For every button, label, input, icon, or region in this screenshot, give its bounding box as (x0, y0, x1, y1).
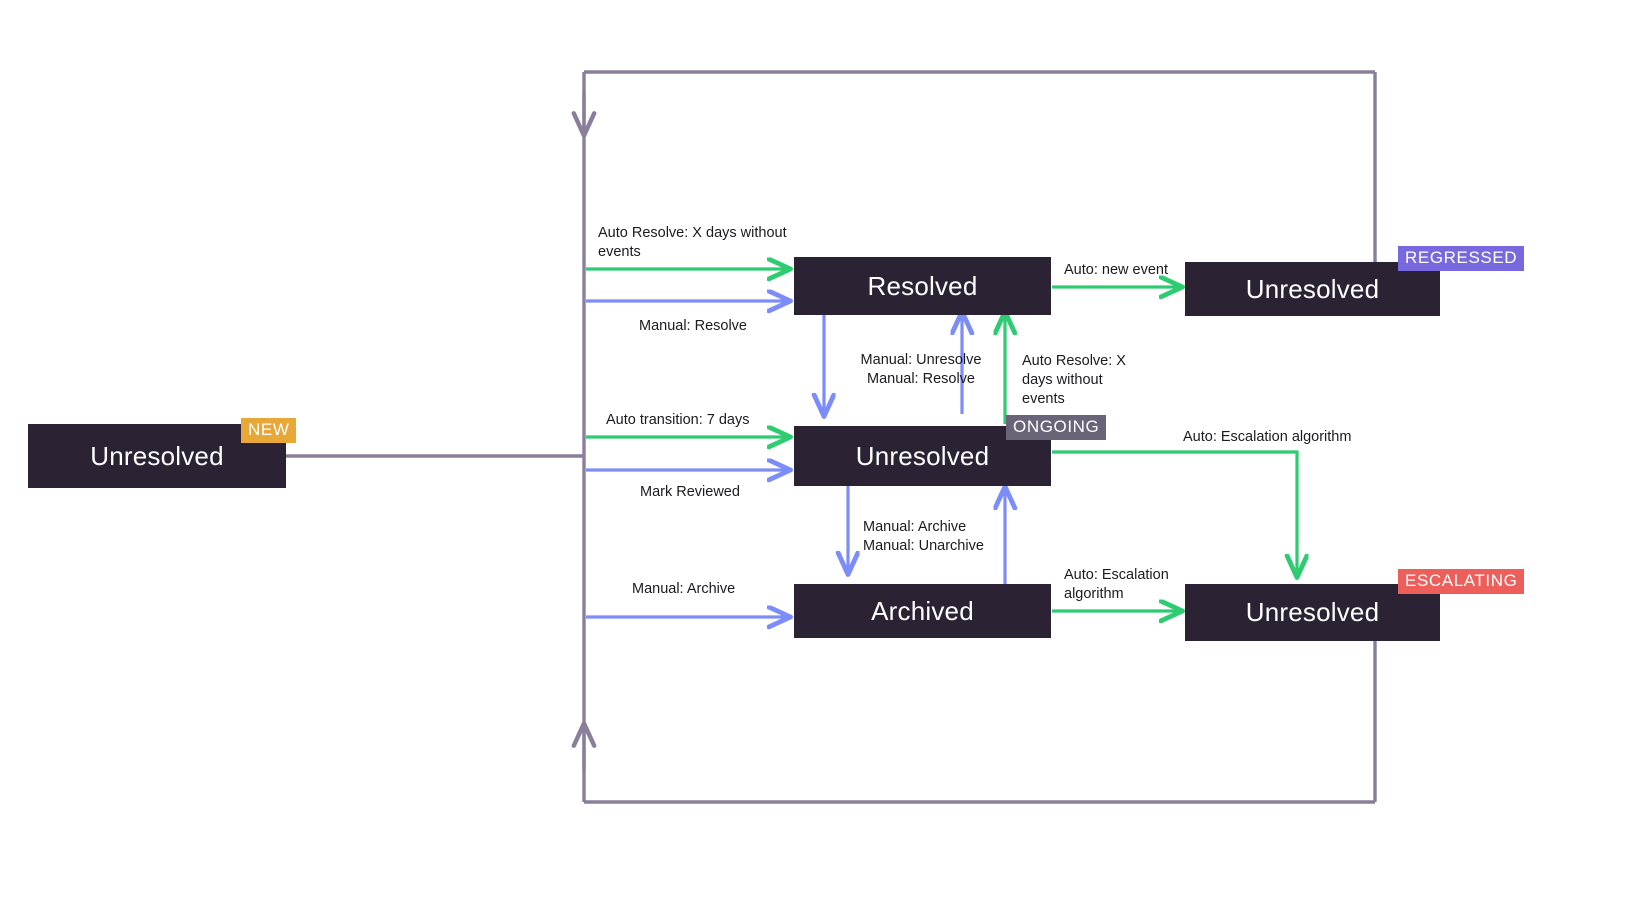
label-auto-resolve-x-days: Auto Resolve: X days without events (598, 225, 787, 261)
label-manual-resolve: Manual: Resolve (639, 318, 747, 334)
badge-escalating: ESCALATING (1398, 569, 1525, 594)
label-auto-escalation-algorithm-bottom: Auto: Escalation algorithm (1064, 567, 1169, 603)
node-label: Unresolved (1245, 273, 1380, 304)
label-manual-unresolve-resolve: Manual: Unresolve Manual: Resolve (860, 352, 982, 388)
label-auto-escalation-algorithm-top: Auto: Escalation algorithm (1183, 429, 1352, 445)
edge-auto-escalation-top (1052, 450, 1297, 575)
node-escalating-unresolved[interactable]: Unresolved (1185, 584, 1440, 641)
node-regressed-unresolved[interactable]: Unresolved (1185, 262, 1440, 316)
node-archived[interactable]: Archived (794, 584, 1051, 638)
node-label: Resolved (867, 270, 978, 301)
label-manual-archive: Manual: Archive (632, 581, 736, 597)
node-label: Unresolved (855, 440, 990, 471)
badge-label: ONGOING (1013, 417, 1100, 436)
label-mark-reviewed: Mark Reviewed (640, 484, 740, 500)
label-manual-archive-unarchive: Manual: Archive Manual: Unarchive (863, 519, 984, 555)
label-auto-new-event: Auto: new event (1064, 262, 1168, 278)
badge-ongoing: ONGOING (1006, 415, 1107, 440)
node-resolved[interactable]: Resolved (794, 257, 1051, 315)
badge-label: ESCALATING (1405, 571, 1518, 590)
badge-label: REGRESSED (1405, 248, 1518, 267)
label-auto-resolve-x-days-right: Auto Resolve: X days without events (1022, 353, 1126, 408)
node-label: Unresolved (1245, 597, 1380, 627)
badge-label: NEW (248, 420, 290, 439)
label-auto-transition-7-days: Auto transition: 7 days (606, 412, 750, 428)
badge-new: NEW (241, 418, 297, 443)
node-label: Archived (871, 595, 974, 626)
node-label: Unresolved (90, 440, 224, 471)
badge-regressed: REGRESSED (1398, 246, 1525, 271)
